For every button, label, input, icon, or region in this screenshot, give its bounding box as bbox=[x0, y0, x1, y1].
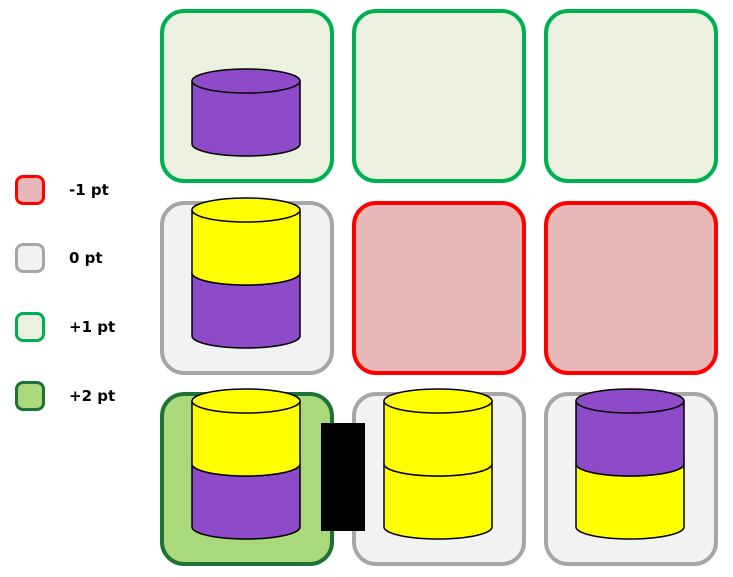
legend: -1 pt 0 pt +1 pt +2 pt bbox=[0, 0, 140, 577]
disc-yellow bbox=[191, 388, 301, 477]
board-cell bbox=[544, 201, 718, 375]
legend-item-plus-1: +1 pt bbox=[15, 309, 115, 345]
board-cell bbox=[352, 9, 526, 183]
disc-purple bbox=[575, 388, 685, 477]
legend-label: +1 pt bbox=[69, 318, 116, 336]
board-cell bbox=[352, 201, 526, 375]
legend-swatch bbox=[15, 312, 45, 342]
legend-swatch bbox=[15, 381, 45, 411]
legend-label: 0 pt bbox=[69, 249, 103, 267]
disc-purple bbox=[191, 68, 301, 157]
board-cell bbox=[544, 9, 718, 183]
legend-item-0: 0 pt bbox=[15, 240, 103, 276]
disc-yellow bbox=[383, 388, 493, 477]
legend-item-plus-2: +2 pt bbox=[15, 378, 115, 414]
legend-item-minus-1: -1 pt bbox=[15, 172, 109, 208]
disc-yellow bbox=[191, 197, 301, 286]
legend-label: +2 pt bbox=[69, 387, 116, 405]
legend-swatch bbox=[15, 243, 45, 273]
legend-label: -1 pt bbox=[69, 181, 109, 199]
wall-barrier bbox=[321, 423, 365, 531]
legend-swatch bbox=[15, 175, 45, 205]
